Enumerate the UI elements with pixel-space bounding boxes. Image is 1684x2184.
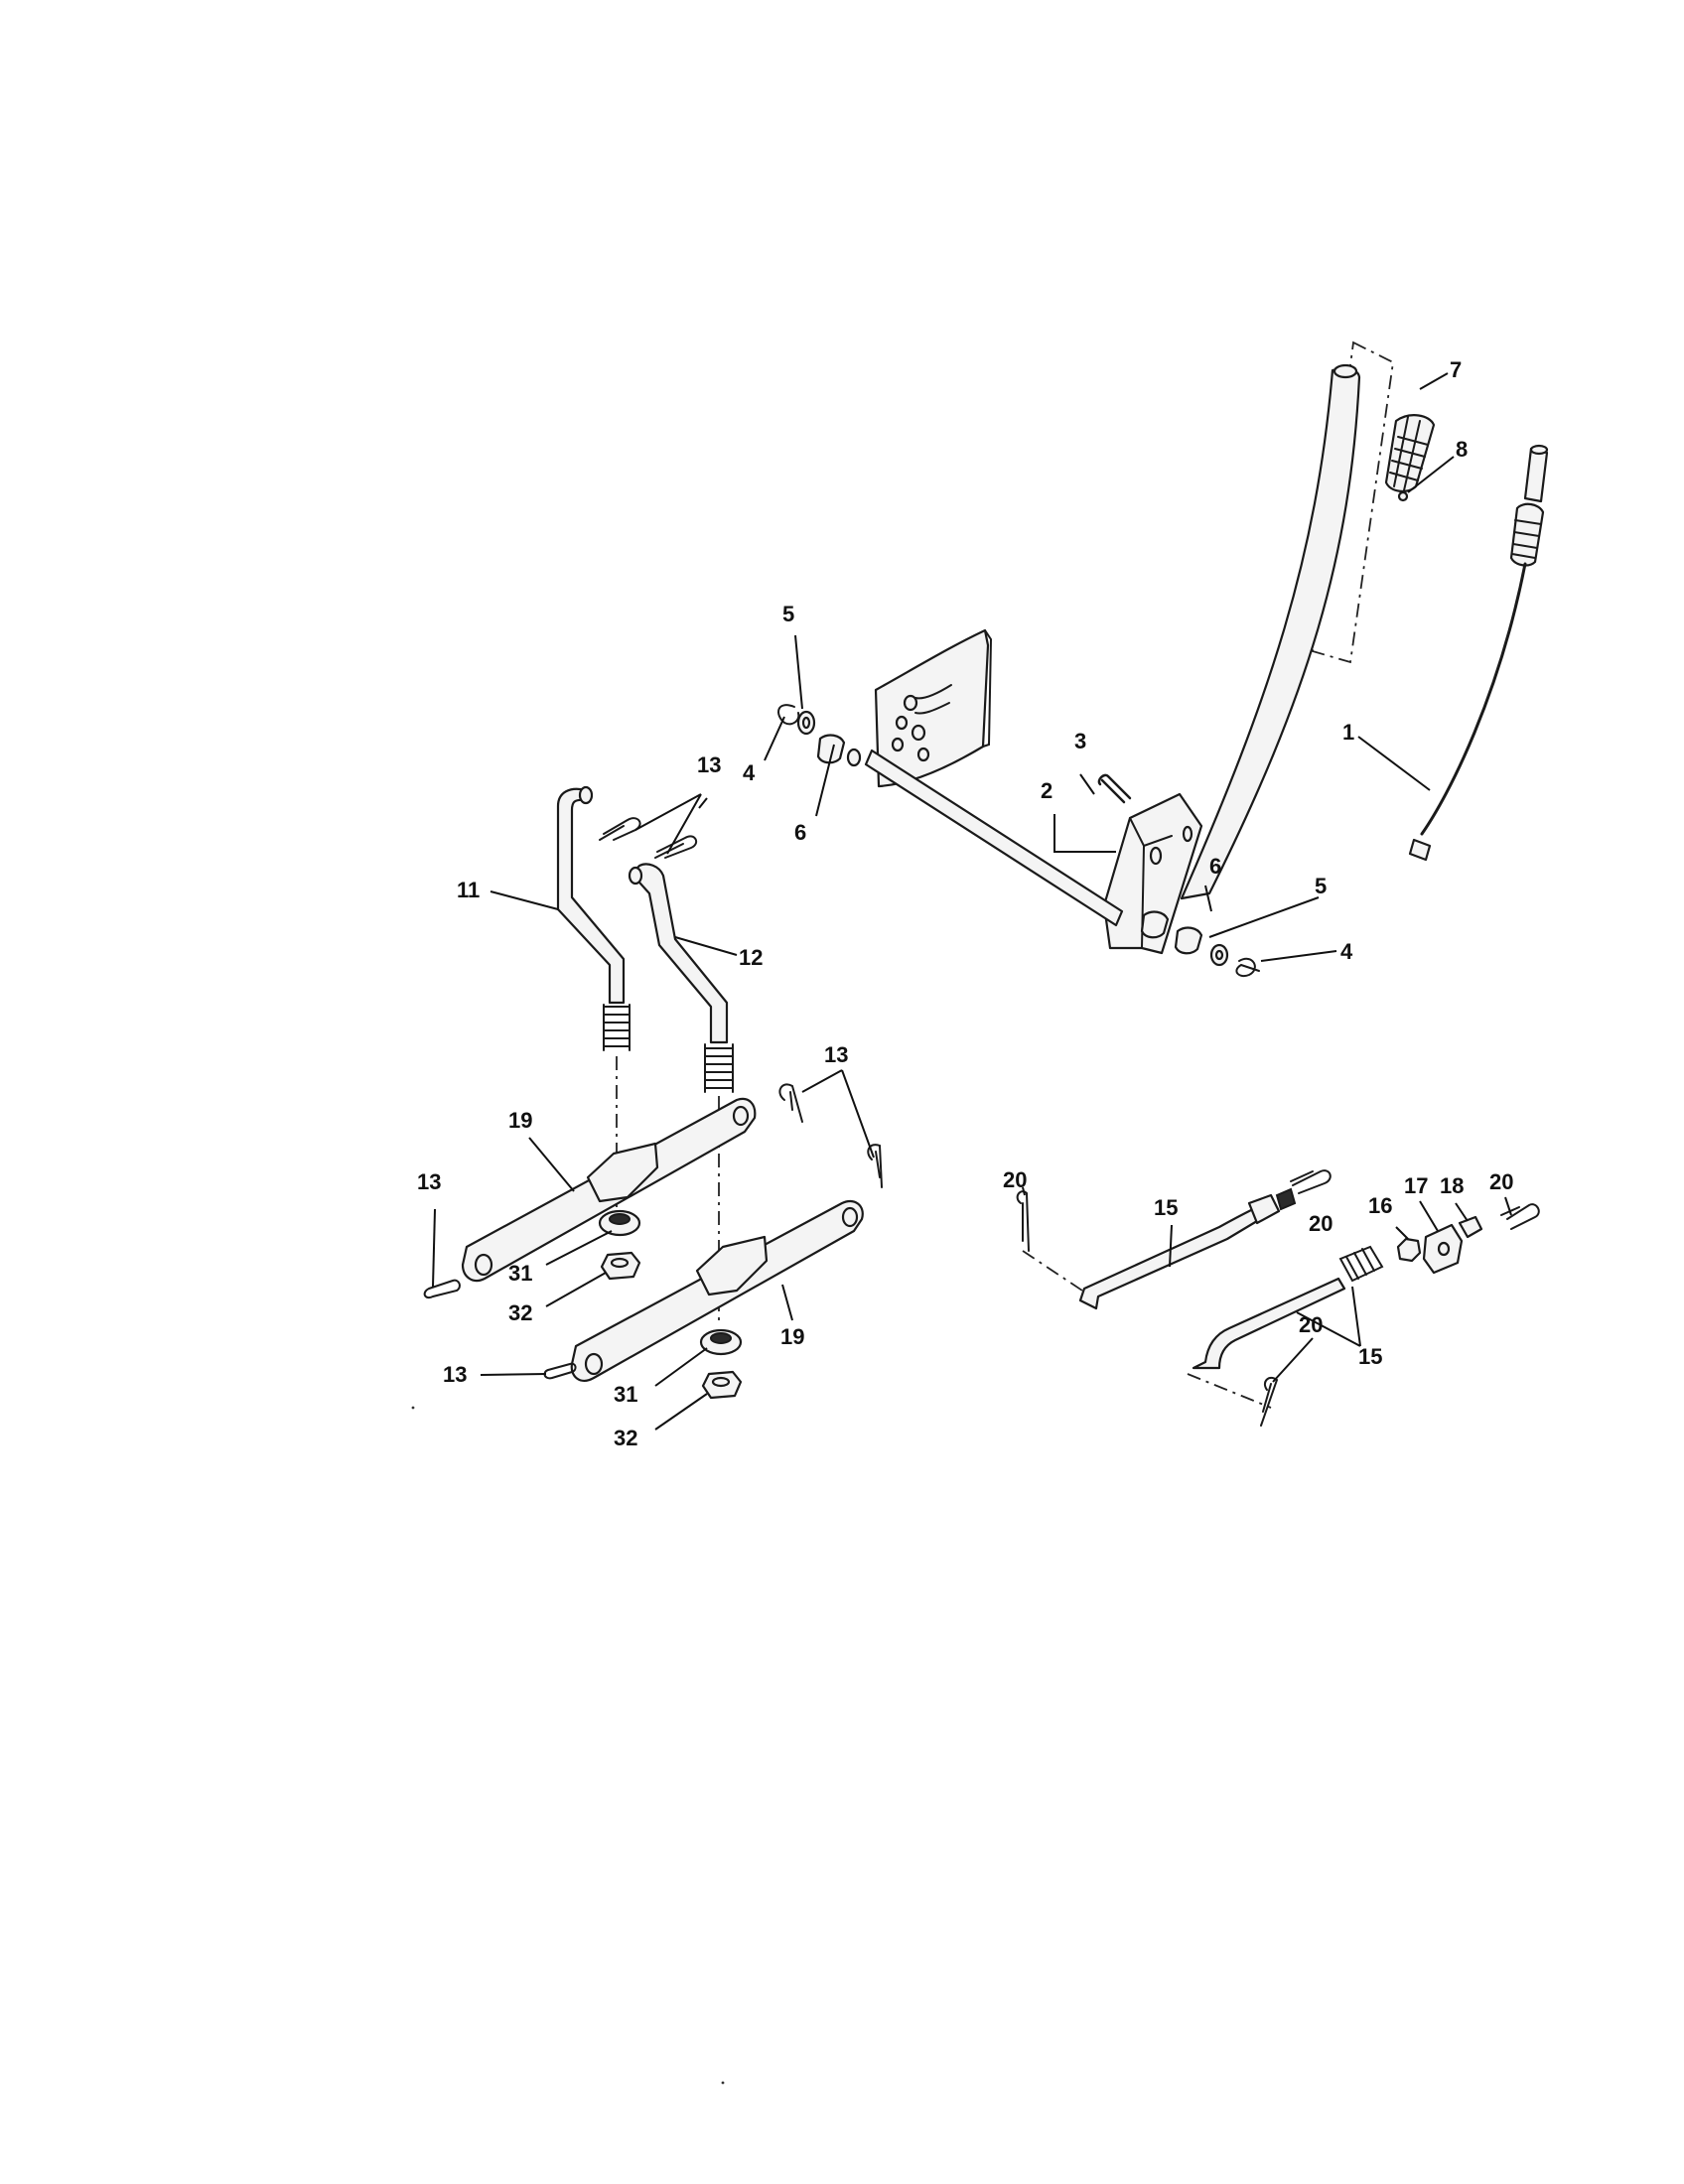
callout-2: 2: [1041, 778, 1052, 803]
callout-20-middle: 20: [1309, 1211, 1333, 1236]
callout-15-upper: 15: [1154, 1195, 1178, 1220]
trunnion-17: [1422, 1223, 1464, 1275]
callout-32-upper: 32: [508, 1300, 532, 1325]
callout-5-right: 5: [1315, 874, 1327, 898]
callout-1: 1: [1342, 720, 1354, 745]
callout-13-bottom: 13: [443, 1362, 467, 1387]
handle-top-end: [1333, 363, 1358, 379]
centerline-15-lower: [1187, 1373, 1272, 1409]
nut-32-upper: [600, 1251, 641, 1281]
lift-arm-upper: [461, 1097, 757, 1283]
lift-handle: [1180, 367, 1361, 900]
cable-assembly: [1408, 444, 1549, 862]
callout-labels: 1 2 3 4 4 5 5 6 6 7 8 11 12 13 13 13 13 …: [417, 357, 1513, 1450]
lift-link-12: [628, 863, 734, 1093]
left-shaft-hardware: [777, 704, 862, 767]
callout-12: 12: [739, 945, 763, 970]
callout-5-left: 5: [782, 602, 794, 626]
callout-20-bottom: 20: [1299, 1312, 1323, 1337]
callout-13-top: 13: [697, 752, 721, 777]
cotter-pin: [1097, 773, 1132, 804]
callout-4-left: 4: [743, 760, 756, 785]
callout-20-right: 20: [1489, 1169, 1513, 1194]
scan-speck-2: [721, 2081, 725, 2085]
callout-7: 7: [1450, 357, 1462, 382]
callout-17: 17: [1404, 1173, 1428, 1198]
adjuster-nut-16: [1396, 1237, 1422, 1263]
right-shaft-hardware: [1140, 910, 1260, 977]
callout-13-left: 13: [417, 1169, 441, 1194]
washer-31-upper: [598, 1209, 641, 1237]
callout-11: 11: [457, 878, 480, 902]
nut-32-lower: [701, 1370, 743, 1400]
lift-arm-lower: [570, 1199, 864, 1382]
lift-link-11: [556, 785, 631, 1051]
centerline-15-upper: [1022, 1250, 1083, 1292]
leader-lines: [432, 372, 1512, 1431]
callout-19-upper: 19: [508, 1108, 532, 1133]
callout-6-left: 6: [794, 820, 806, 845]
callout-31-lower: 31: [614, 1382, 637, 1407]
callout-13-right: 13: [824, 1042, 848, 1067]
callout-3: 3: [1074, 729, 1086, 753]
washer-31-lower: [699, 1328, 743, 1356]
mounting-plate: [874, 628, 993, 788]
callout-4-right: 4: [1340, 939, 1353, 964]
callout-18: 18: [1440, 1173, 1464, 1198]
callout-15-lower: 15: [1358, 1344, 1382, 1369]
scan-speck: [411, 1406, 415, 1410]
callout-8: 8: [1456, 437, 1468, 462]
adjuster-rod-lower: [1192, 1245, 1384, 1370]
callout-16: 16: [1368, 1193, 1392, 1218]
spacer-18: [1458, 1215, 1483, 1239]
callout-6-right: 6: [1209, 854, 1221, 879]
lift-handle-assembly: [1102, 341, 1394, 955]
bracket-hole-2: [1182, 825, 1193, 843]
bracket-hole: [1149, 846, 1163, 866]
adjuster-rod-upper: [1078, 1187, 1297, 1310]
callout-19-lower: 19: [780, 1324, 804, 1349]
cross-shaft: [864, 749, 1124, 927]
callout-20-far-left: 20: [1003, 1167, 1027, 1192]
callout-32-lower: 32: [614, 1426, 637, 1450]
handle-grip: [1384, 414, 1436, 502]
callout-31-upper: 31: [508, 1261, 532, 1286]
